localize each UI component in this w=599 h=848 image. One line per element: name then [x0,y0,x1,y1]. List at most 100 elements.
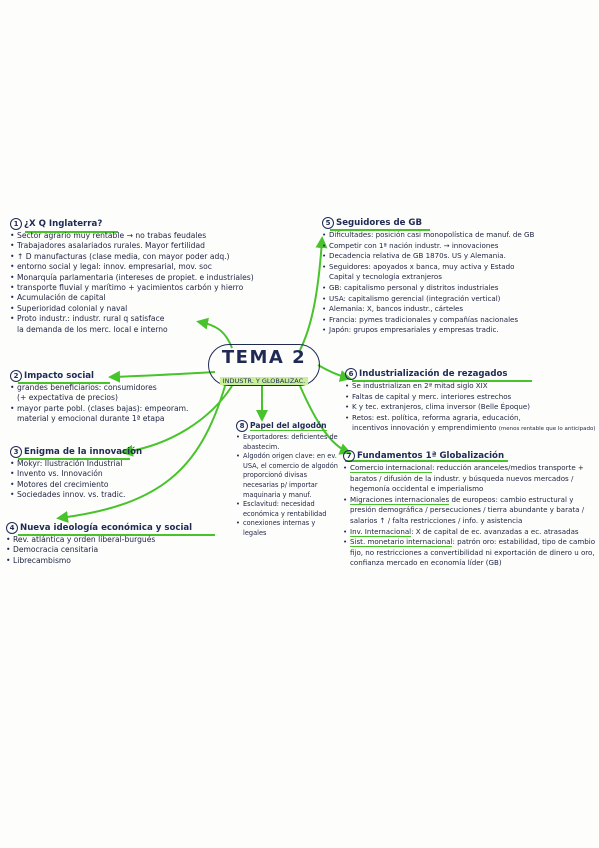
section-5-number: 5 [322,217,334,229]
list-item-continuation: (+ expectativa de precios) [17,393,118,403]
list-item: Japón: grupos empresariales y empresas t… [322,325,597,336]
item-text: : patrón oro: estabilidad, tipo de cambi… [350,537,596,568]
list-item: Sist. monetario internacional: patrón or… [343,537,597,569]
list-item-text: incentivos innovación y emprendimiento [352,423,497,433]
list-item: conexiones internas y legales [236,519,338,538]
list-item: Comercio internacional: reducción arance… [343,463,597,495]
list-item: GB: capitalismo personal y distritos ind… [322,283,597,294]
list-item-continuation: Capital y tecnología extranjeros [329,272,442,282]
section-8-number: 8 [236,420,248,432]
arrow-to-s2 [108,370,216,383]
list-item: mayor parte pobl. (clases bajas): empeor… [10,404,260,415]
section-7-title: Fundamentos 1ª Globalización [357,451,505,461]
section-7-number: 7 [343,450,355,462]
list-item: Trabajadores asalariados rurales. Mayor … [10,241,300,252]
list-item: Dificultades: posición casi monopolístic… [322,230,597,241]
list-item: Retos: est. política, reforma agraria, e… [345,413,597,424]
list-item: Migraciones internacionales de europeos:… [343,494,597,527]
item-label: Sist. monetario internacional [350,537,453,548]
list-item-continuation: la demanda de los merc. local e interno [17,324,168,334]
list-item: Acumulación de capital [10,293,300,304]
section-2-number: 2 [10,370,22,382]
list-item-continuation: material y emocional durante 1ª etapa [17,414,165,424]
list-item: Esclavitud: necesidad económica y rentab… [236,500,338,519]
section-7-list: Comercio internacional: reducción arance… [343,463,597,569]
list-item: Francia: pymes tradicionales y compañías… [322,315,597,326]
arrow-to-s5 [299,236,328,351]
list-item: Proto industr.: industr. rural q satisfa… [10,314,300,325]
section-2-title: Impacto social [24,371,95,381]
list-item: Exportadores: deficientes de abastecim. [236,433,338,452]
list-item: Faltas de capital y merc. interiores est… [345,392,597,403]
section-1-heading: 1¿X Q Inglaterra? [10,218,300,230]
section-8-title: Papel del algodón [250,421,327,431]
item-text: : X de capital de ec. avanzadas a ec. at… [411,526,579,536]
item-label: Migraciones internacionales [350,494,450,505]
list-item: Monarquía parlamentaria (intereses de pr… [10,273,300,284]
central-title: TEMA 2 [221,347,307,368]
side-note: (menos rentable que lo anticipado) [498,426,596,433]
arrow-to-s7 [299,385,352,455]
list-item: Motores del crecimiento [10,480,210,491]
section-1: 1¿X Q Inglaterra? Sector agrario muy ren… [10,218,300,335]
section-3-list: Mokyr: Ilustración Industrial Invento vs… [10,459,210,501]
list-item: Algodón origen clave: en ev. USA, el com… [236,452,338,500]
list-item: Rev. atlántica y orden liberal-burgués [6,535,236,546]
list-item: Competir con 1ª nación industr. → innova… [322,241,597,252]
list-item: Librecambismo [6,556,236,567]
section-5-title: Seguidores de GB [336,218,423,228]
item-text: de europeos: cambio estructural y presió… [350,494,585,525]
section-2-list: grandes beneficiarios: consumidores (+ e… [10,383,260,425]
section-1-number: 1 [10,218,22,230]
section-4-number: 4 [6,522,18,534]
list-item: grandes beneficiarios: consumidores [10,383,260,394]
list-item: Alemania: X, bancos industr., cárteles [322,304,597,315]
section-1-title: ¿X Q Inglaterra? [24,219,103,229]
list-item: Decadencia relativa de GB 1870s. US y Al… [322,251,597,262]
list-item: Mokyr: Ilustración Industrial [10,459,210,470]
list-item: entorno social y legal: innov. empresari… [10,262,300,273]
section-6-title: Industrialización de rezagados [359,369,508,379]
section-5-list: Dificultades: posición casi monopolístic… [322,230,597,336]
list-item: ↑ D manufacturas (clase media, con mayor… [10,252,300,263]
section-4-list: Rev. atlántica y orden liberal-burgués D… [6,535,236,567]
section-6-list: Se industrializan en 2ª mitad siglo XIX … [345,381,597,434]
arrow-to-s3 [121,385,233,457]
section-8-list: Exportadores: deficientes de abastecim. … [236,433,338,539]
section-4-title: Nueva ideología económica y social [20,523,193,533]
list-item: Seguidores: apoyados x banca, muy activa… [322,262,597,273]
list-item-continuation: incentivos innovación y emprendimiento (… [352,423,597,434]
list-item: USA: capitalismo gerencial (integración … [322,294,597,305]
item-text: : reducción aranceles/medios transporte … [350,463,584,494]
item-label: Inv. Internacional [350,526,412,537]
list-item: Sector agrario muy rentable → no trabas … [10,231,300,242]
central-subtitle: INDUSTR. Y GLOBALIZAC. [219,377,309,385]
section-1-list: Sector agrario muy rentable → no trabas … [10,231,300,335]
central-topic: TEMA 2 INDUSTR. Y GLOBALIZAC. [208,344,320,386]
item-label: Comercio internacional [350,463,433,473]
section-3-number: 3 [10,446,22,458]
section-6-number: 6 [345,368,357,380]
arrow-to-s6 [317,364,352,382]
list-item: Superioridad colonial y naval [10,304,300,315]
list-item: Invento vs. Innovación [10,469,210,480]
list-item: K y tec. extranjeros, clima inversor (Be… [345,402,597,413]
list-item: transporte fluvial y marítimo + yacimien… [10,283,300,294]
list-item: Inv. Internacional: X de capital de ec. … [343,526,597,538]
list-item: Sociedades innov. vs. tradic. [10,490,210,501]
